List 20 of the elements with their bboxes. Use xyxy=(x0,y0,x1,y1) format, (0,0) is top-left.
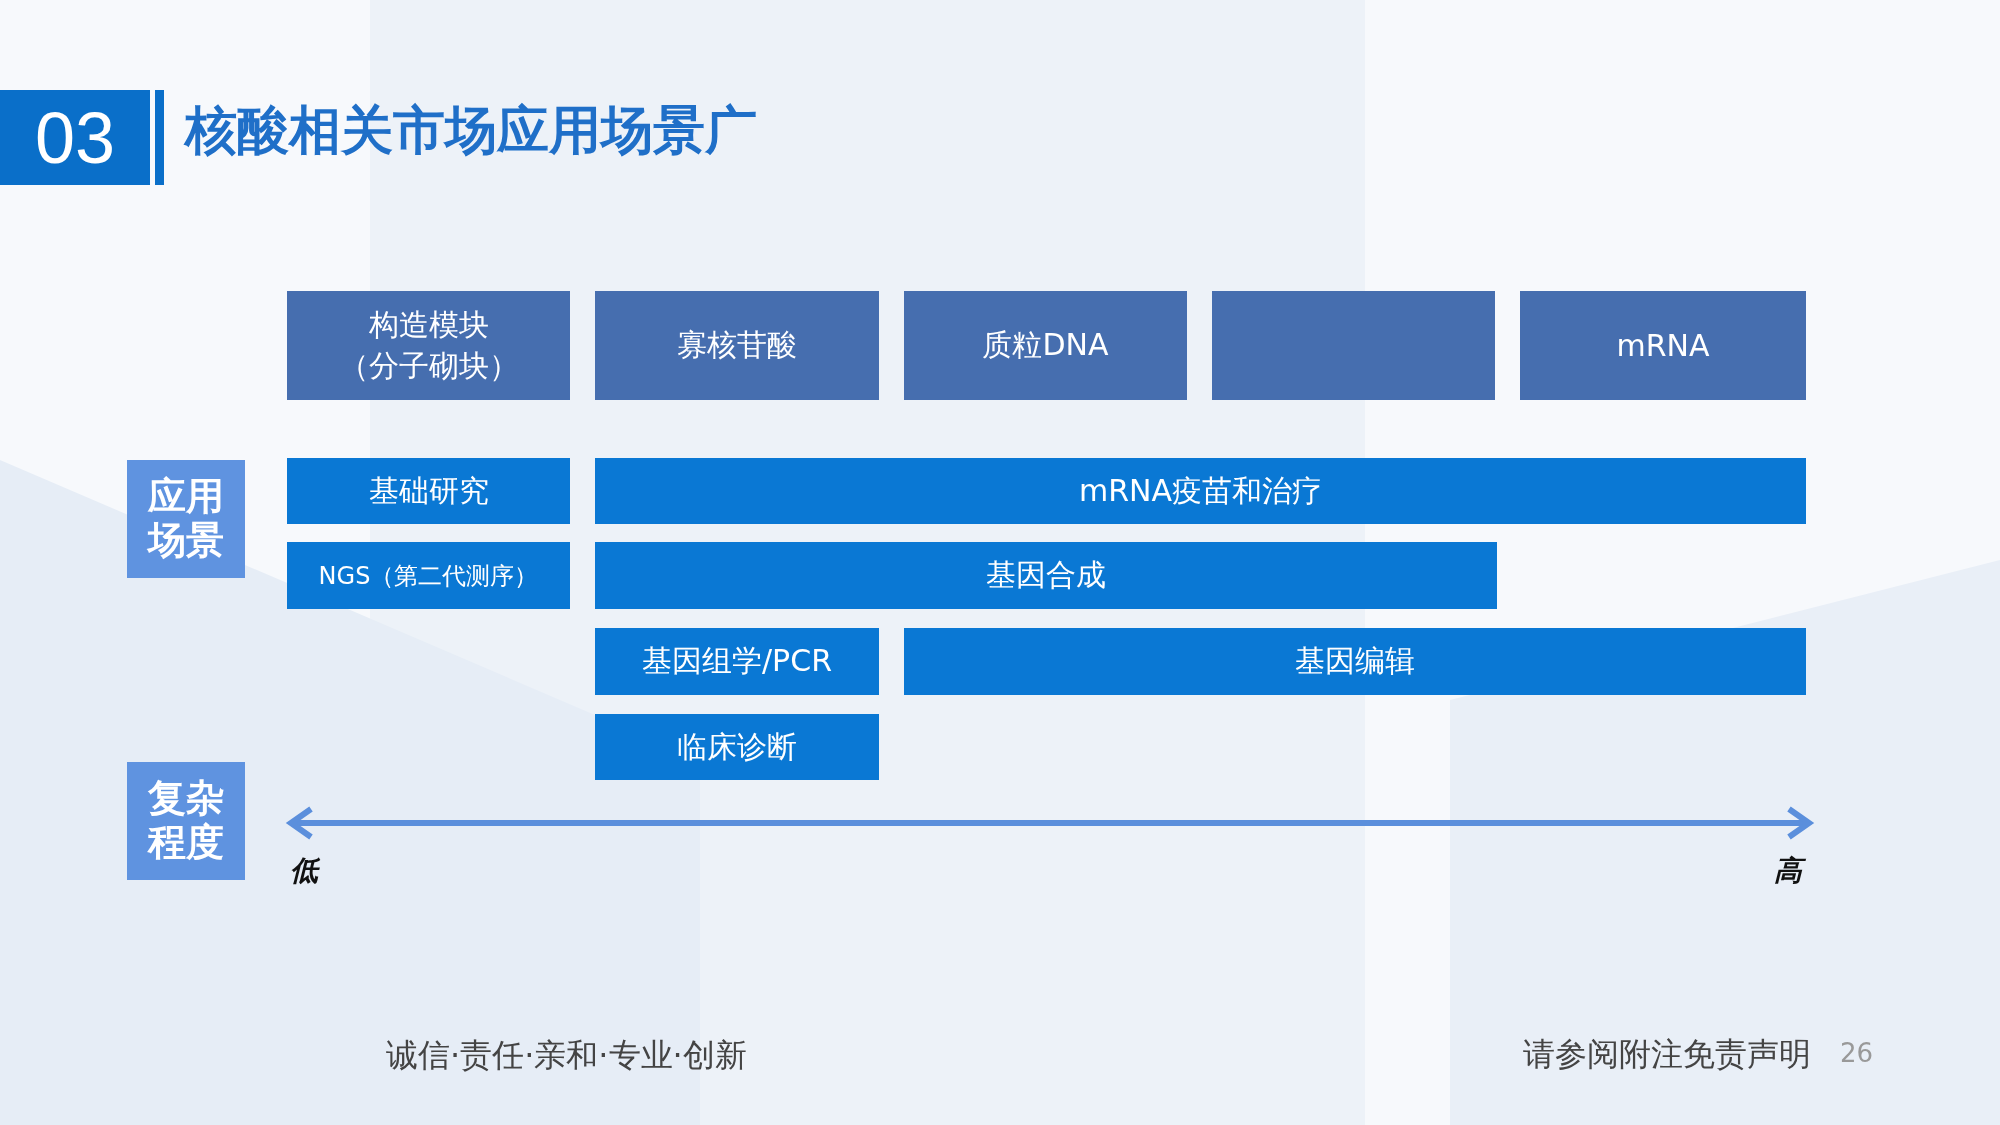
scenario-bar: 基础研究 xyxy=(287,458,570,524)
category-box: 复杂程度 xyxy=(127,762,245,880)
slide-title: 核酸相关市场应用场景广 xyxy=(185,99,757,162)
scenario-bar: 基因合成 xyxy=(595,542,1497,609)
scenario-bar: 基因组学/PCR xyxy=(595,628,879,695)
disclaimer-note: 请参阅附注免责声明 xyxy=(1523,1034,1811,1075)
category-box: 应用场景 xyxy=(127,460,245,578)
scenario-bar: NGS（第二代测序） xyxy=(287,542,570,609)
page-number: 26 xyxy=(1840,1038,1874,1068)
section-number: 03 xyxy=(0,90,150,185)
scenario-bar: 临床诊断 xyxy=(595,714,879,780)
column-header: 质粒DNA xyxy=(904,291,1187,400)
column-header: mRNA xyxy=(1520,291,1806,400)
axis-label: 低 xyxy=(290,853,318,889)
column-header: 寡核苷酸 xyxy=(595,291,879,400)
slogan-text: 诚信·责任·亲和·专业·创新 xyxy=(386,1035,747,1076)
scenario-bar: 基因编辑 xyxy=(904,628,1806,695)
column-header: 构造模块（分子砌块） xyxy=(287,291,570,400)
column-header xyxy=(1212,291,1495,400)
scenario-bar: mRNA疫苗和治疗 xyxy=(595,458,1806,524)
